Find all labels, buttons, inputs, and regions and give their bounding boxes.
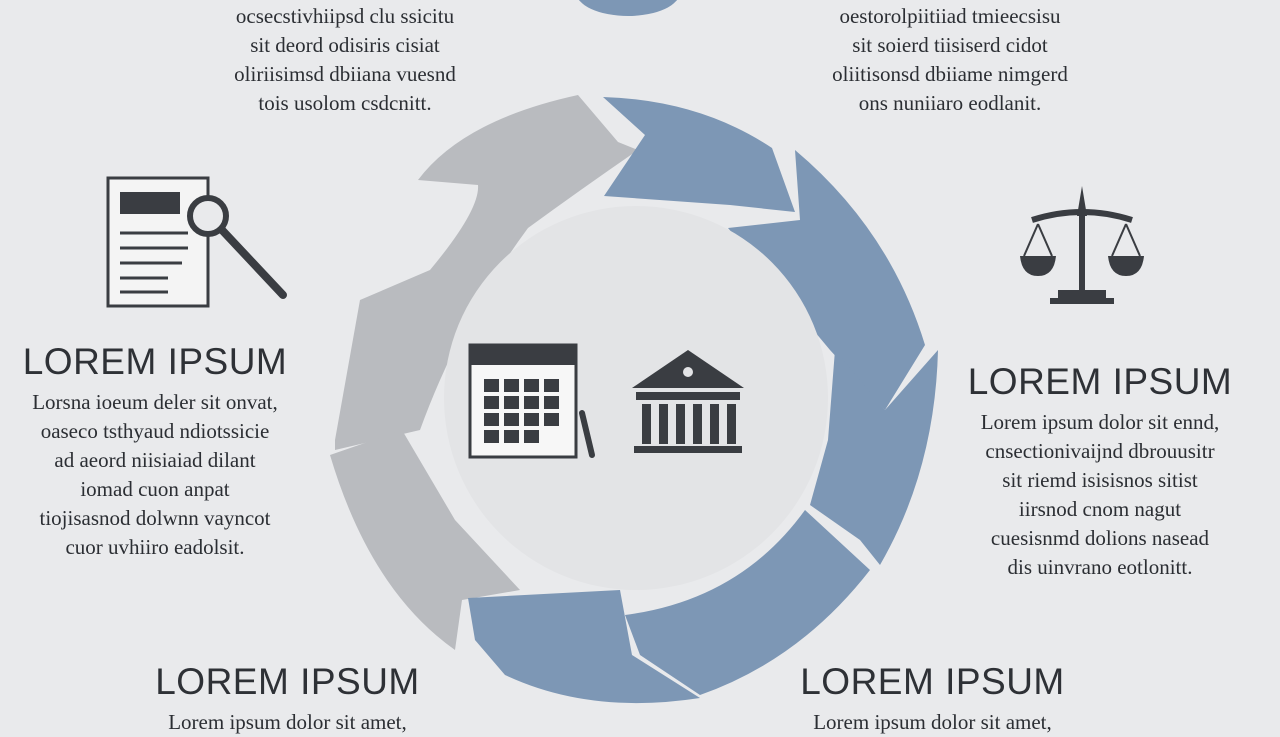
- cycle-diagram: [106, 0, 1144, 704]
- text-block-left: LOREM IPSUM Lorsna ioeum deler sit onvat…: [10, 340, 300, 562]
- text-line: ocsecstivhiipsd clu ssicitu: [235, 4, 455, 28]
- text-line: oliriisimsd dbiiana vuesnd: [234, 62, 456, 86]
- text-line: cnsectionivaijnd dbrouusitr: [985, 439, 1215, 463]
- text-line: tois usolom csdcnitt.: [258, 91, 432, 115]
- text-line: ons nuniiaro eodlanit.: [858, 91, 1042, 115]
- text-line: iomad cuon anpat: [80, 477, 230, 501]
- arrow-blue-bottom: [468, 590, 700, 704]
- calendar-icon: [468, 343, 595, 459]
- text-line: Lorsna ioeum deler sit onvat,: [32, 390, 278, 414]
- arrow-gray-upper: [335, 95, 638, 450]
- block-title: LOREM IPSUM: [22, 341, 288, 382]
- block-title: LOREM IPSUM: [800, 661, 1065, 702]
- arrow-blue-right: [728, 150, 925, 410]
- text-line: sit riemd isisisnos sitist: [1002, 468, 1198, 492]
- text-line: ad aeord niisiaiad dilant: [54, 448, 256, 472]
- block-title: LOREM IPSUM: [155, 661, 420, 702]
- block-title: LOREM IPSUM: [967, 361, 1233, 402]
- text-line: Lorem ipsum dolor sit amet,: [168, 710, 407, 734]
- text-line: Lorem ipsum dolor sit amet,: [813, 710, 1052, 734]
- top-circle-fragment: [578, 0, 678, 16]
- text-line: oaseco tsthyaud ndiotssicie: [40, 419, 270, 443]
- text-line: dis uinvrano eotlonitt.: [1007, 555, 1193, 579]
- text-line: oestorolpiitiiad tmieecsisu: [839, 4, 1061, 28]
- text-line: Lorem ipsum dolor sit ennd,: [980, 410, 1220, 434]
- text-line: oliitisonsd dbiiame nimgerd: [832, 62, 1068, 86]
- text-block-top-right: oestorolpiitiiad tmieecsisu sit soierd t…: [805, 2, 1095, 118]
- text-block-top-left: ocsecstivhiipsd clu ssicitu sit deord od…: [200, 2, 490, 118]
- text-block-bottom-left: LOREM IPSUM Lorem ipsum dolor sit amet,: [140, 660, 435, 737]
- text-block-right: LOREM IPSUM Lorem ipsum dolor sit ennd, …: [955, 360, 1245, 582]
- text-line: tiojisasnod dolwnn vayncot: [39, 506, 271, 530]
- text-line: cuor uvhiiro eadolsit.: [65, 535, 245, 559]
- text-line: iirsnod cnom nagut: [1018, 497, 1182, 521]
- courthouse-icon: [632, 350, 744, 453]
- arrow-blue-bottom-right: [625, 510, 870, 695]
- text-line: sit deord odisiris cisiat: [250, 33, 440, 57]
- scales-of-justice-icon: [1020, 186, 1144, 304]
- document-magnifier-icon: [106, 176, 287, 308]
- arrow-blue-top: [603, 97, 795, 212]
- arrow-blue-lower-right: [810, 350, 938, 565]
- text-line: cuesisnmd dolions nasead: [990, 526, 1210, 550]
- text-line: sit soierd tiisiserd cidot: [852, 33, 1048, 57]
- arrow-gray-lower: [330, 430, 520, 650]
- text-block-bottom-right: LOREM IPSUM Lorem ipsum dolor sit amet,: [785, 660, 1080, 737]
